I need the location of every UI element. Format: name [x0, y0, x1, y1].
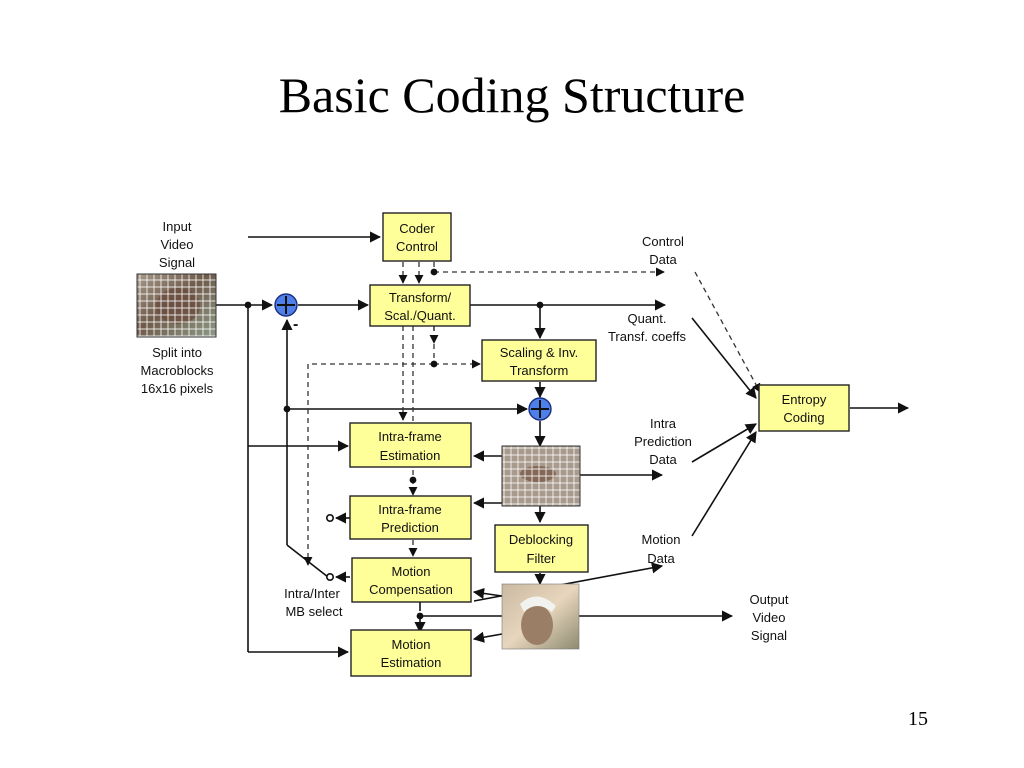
summing-node-1 [274, 293, 298, 317]
svg-text:Transform/: Transform/ [389, 290, 452, 305]
block-motion-estimation: Motion Estimation [350, 629, 472, 677]
junction-dots [244, 268, 544, 620]
svg-text:Entropy: Entropy [782, 392, 827, 407]
svg-text:Coder: Coder [399, 221, 435, 236]
svg-text:Estimation: Estimation [380, 448, 441, 463]
reconstructed-macroblock-image [501, 445, 581, 507]
label-output-signal: Output Video Signal [749, 592, 788, 643]
summing-node-2 [528, 397, 552, 421]
svg-text:Video: Video [160, 237, 193, 252]
label-intra-prediction-data: Intra Prediction Data [634, 416, 692, 467]
svg-text:Quant.: Quant. [627, 311, 666, 326]
label-split-macroblocks: Split into Macroblocks 16x16 pixels [141, 345, 214, 396]
decoded-frame-image [501, 583, 580, 650]
block-transform-quant: Transform/ Scal./Quant. [369, 284, 471, 327]
block-motion-compensation: Motion Compensation [351, 557, 472, 603]
svg-text:Filter: Filter [527, 551, 557, 566]
svg-text:Input: Input [163, 219, 192, 234]
label-intra-inter-select: Intra/Inter MB select [284, 586, 343, 619]
slide-title: Basic Coding Structure [278, 67, 746, 123]
svg-text:Coding: Coding [783, 410, 824, 425]
svg-text:Prediction: Prediction [381, 520, 439, 535]
svg-text:Macroblocks: Macroblocks [141, 363, 214, 378]
block-entropy-coding: Entropy Coding [758, 384, 850, 432]
svg-text:Data: Data [649, 452, 677, 467]
svg-text:Signal: Signal [751, 628, 787, 643]
block-coder-control: Coder Control [382, 212, 452, 262]
svg-text:Transf. coeffs: Transf. coeffs [608, 329, 687, 344]
svg-text:MB select: MB select [285, 604, 342, 619]
block-intra-estimation: Intra-frame Estimation [349, 422, 472, 468]
label-input-signal: Input Video Signal [159, 219, 195, 270]
input-macroblock-image [136, 273, 217, 338]
svg-text:Scaling & Inv.: Scaling & Inv. [500, 345, 579, 360]
label-quant-coeffs: Quant. Transf. coeffs [608, 311, 687, 344]
svg-text:Intra/Inter: Intra/Inter [284, 586, 340, 601]
svg-text:Motion: Motion [391, 637, 430, 652]
svg-text:Split into: Split into [152, 345, 202, 360]
label-motion-data: Motion Data [641, 532, 680, 566]
svg-text:Data: Data [649, 252, 677, 267]
svg-text:16x16 pixels: 16x16 pixels [141, 381, 214, 396]
block-scaling-inv-transform: Scaling & Inv. Transform [481, 339, 597, 382]
svg-text:Control: Control [396, 239, 438, 254]
svg-text:Transform: Transform [510, 363, 569, 378]
control-paths [303, 262, 761, 566]
svg-text:Intra-frame: Intra-frame [378, 502, 442, 517]
block-deblocking-filter: Deblocking Filter [494, 524, 589, 573]
svg-text:Control: Control [642, 234, 684, 249]
svg-text:Motion: Motion [391, 564, 430, 579]
label-control-data: Control Data [642, 234, 684, 267]
svg-text:Intra-frame: Intra-frame [378, 429, 442, 444]
page-number: 15 [908, 708, 928, 730]
svg-text:Prediction: Prediction [634, 434, 692, 449]
block-intra-prediction: Intra-frame Prediction [349, 495, 472, 540]
svg-text:Data: Data [647, 551, 675, 566]
minus-sign: - [293, 316, 298, 333]
svg-text:Video: Video [752, 610, 785, 625]
svg-text:Intra: Intra [650, 416, 677, 431]
svg-text:Estimation: Estimation [381, 655, 442, 670]
svg-text:Compensation: Compensation [369, 582, 453, 597]
svg-text:Scal./Quant.: Scal./Quant. [384, 308, 456, 323]
svg-text:Motion: Motion [641, 532, 680, 547]
svg-text:Output: Output [749, 592, 788, 607]
svg-text:Deblocking: Deblocking [509, 532, 573, 547]
svg-text:Signal: Signal [159, 255, 195, 270]
